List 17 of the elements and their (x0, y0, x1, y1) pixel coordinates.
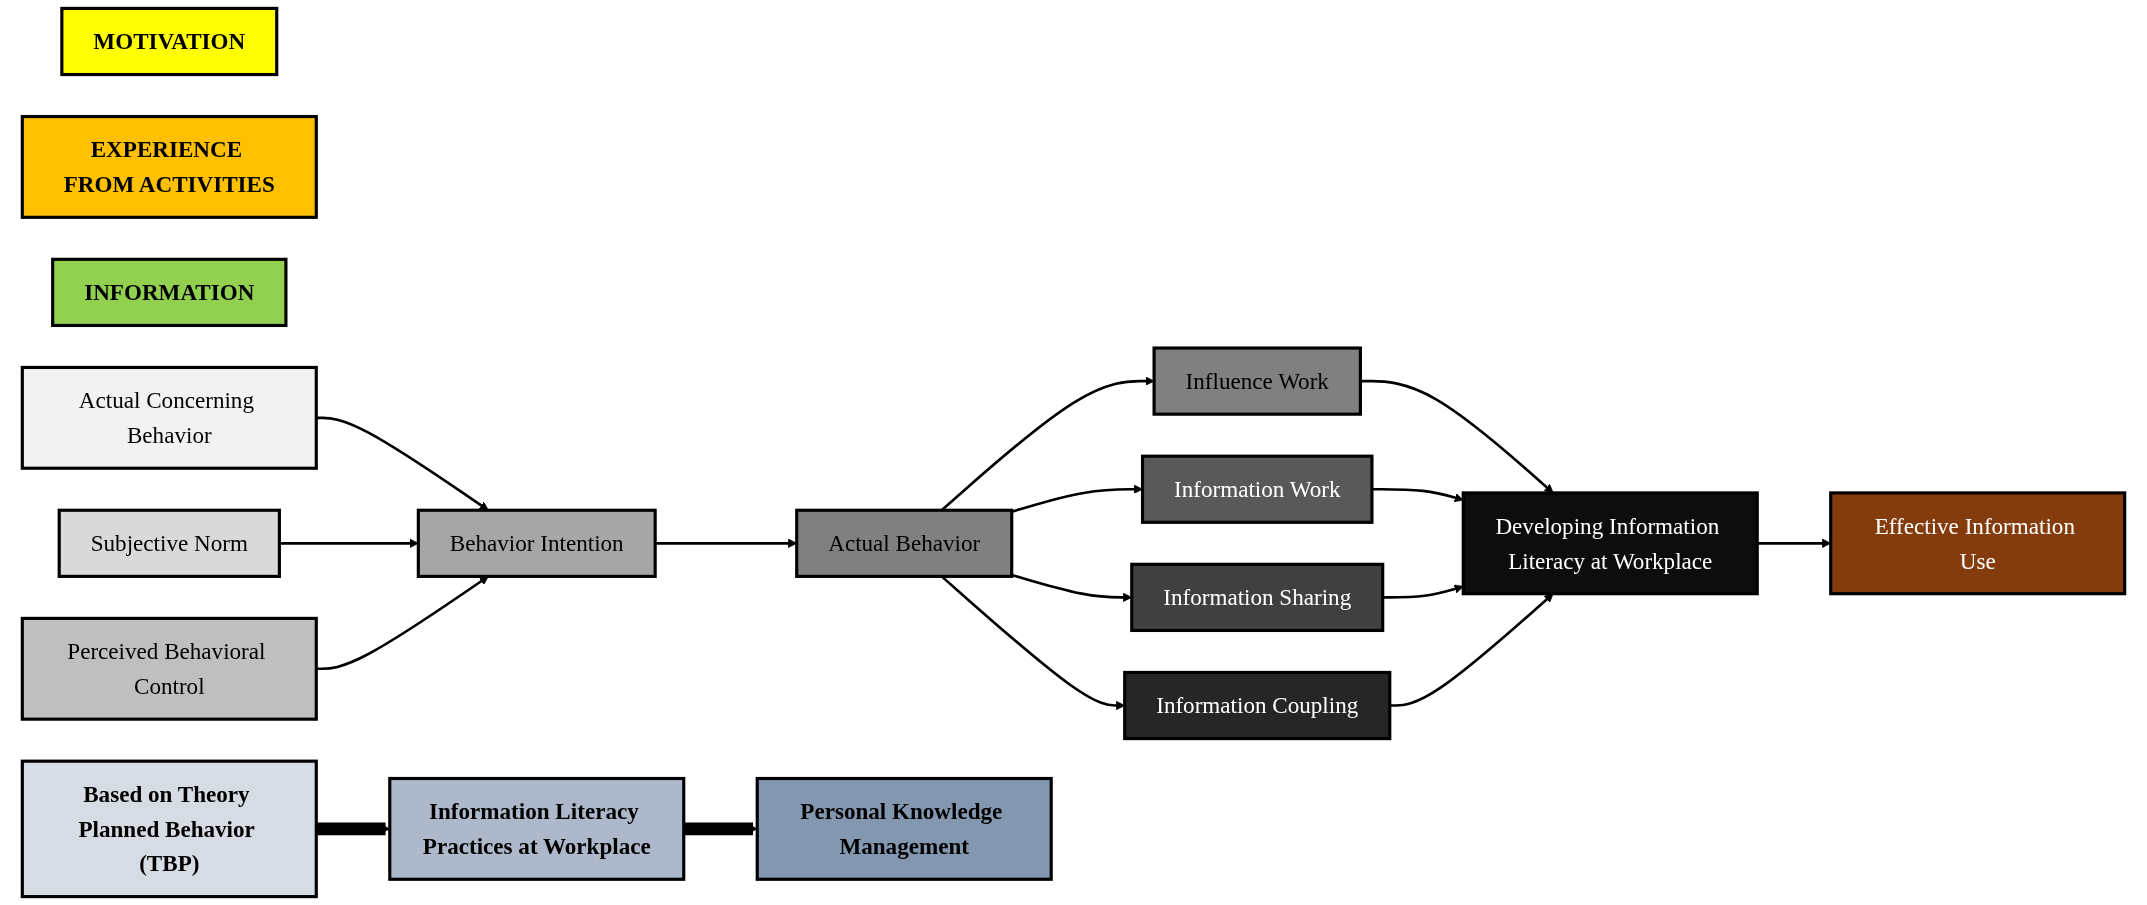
node-box: Information Work (1140, 454, 1374, 524)
node-box: Influence Work (1152, 346, 1362, 416)
node-box: Actual Concerning Behavior (20, 365, 318, 470)
node-box: Information Literacy Practices at Workplace (388, 776, 686, 881)
node-box: Behavior Intention (416, 508, 657, 578)
node-box: Based on Theory Planned Behavior (TBP) (20, 759, 318, 899)
node-box: Actual Behavior (795, 508, 1014, 578)
node-box: INFORMATION (51, 257, 288, 328)
node-box: EXPERIENCE FROM ACTIVITIES (20, 114, 318, 219)
node-box: Subjective Norm (57, 508, 281, 578)
node-box: MOTIVATION (60, 6, 279, 77)
node-box: Personal Knowledge Management (755, 776, 1053, 881)
node-box: Information Coupling (1123, 670, 1392, 741)
node-box: Developing Information Literacy at Workplace (1461, 491, 1759, 596)
node-box: Information Sharing (1130, 562, 1385, 633)
node-box: Effective Information Use (1829, 491, 2127, 596)
node-box: Perceived Behavioral Control (20, 616, 318, 721)
